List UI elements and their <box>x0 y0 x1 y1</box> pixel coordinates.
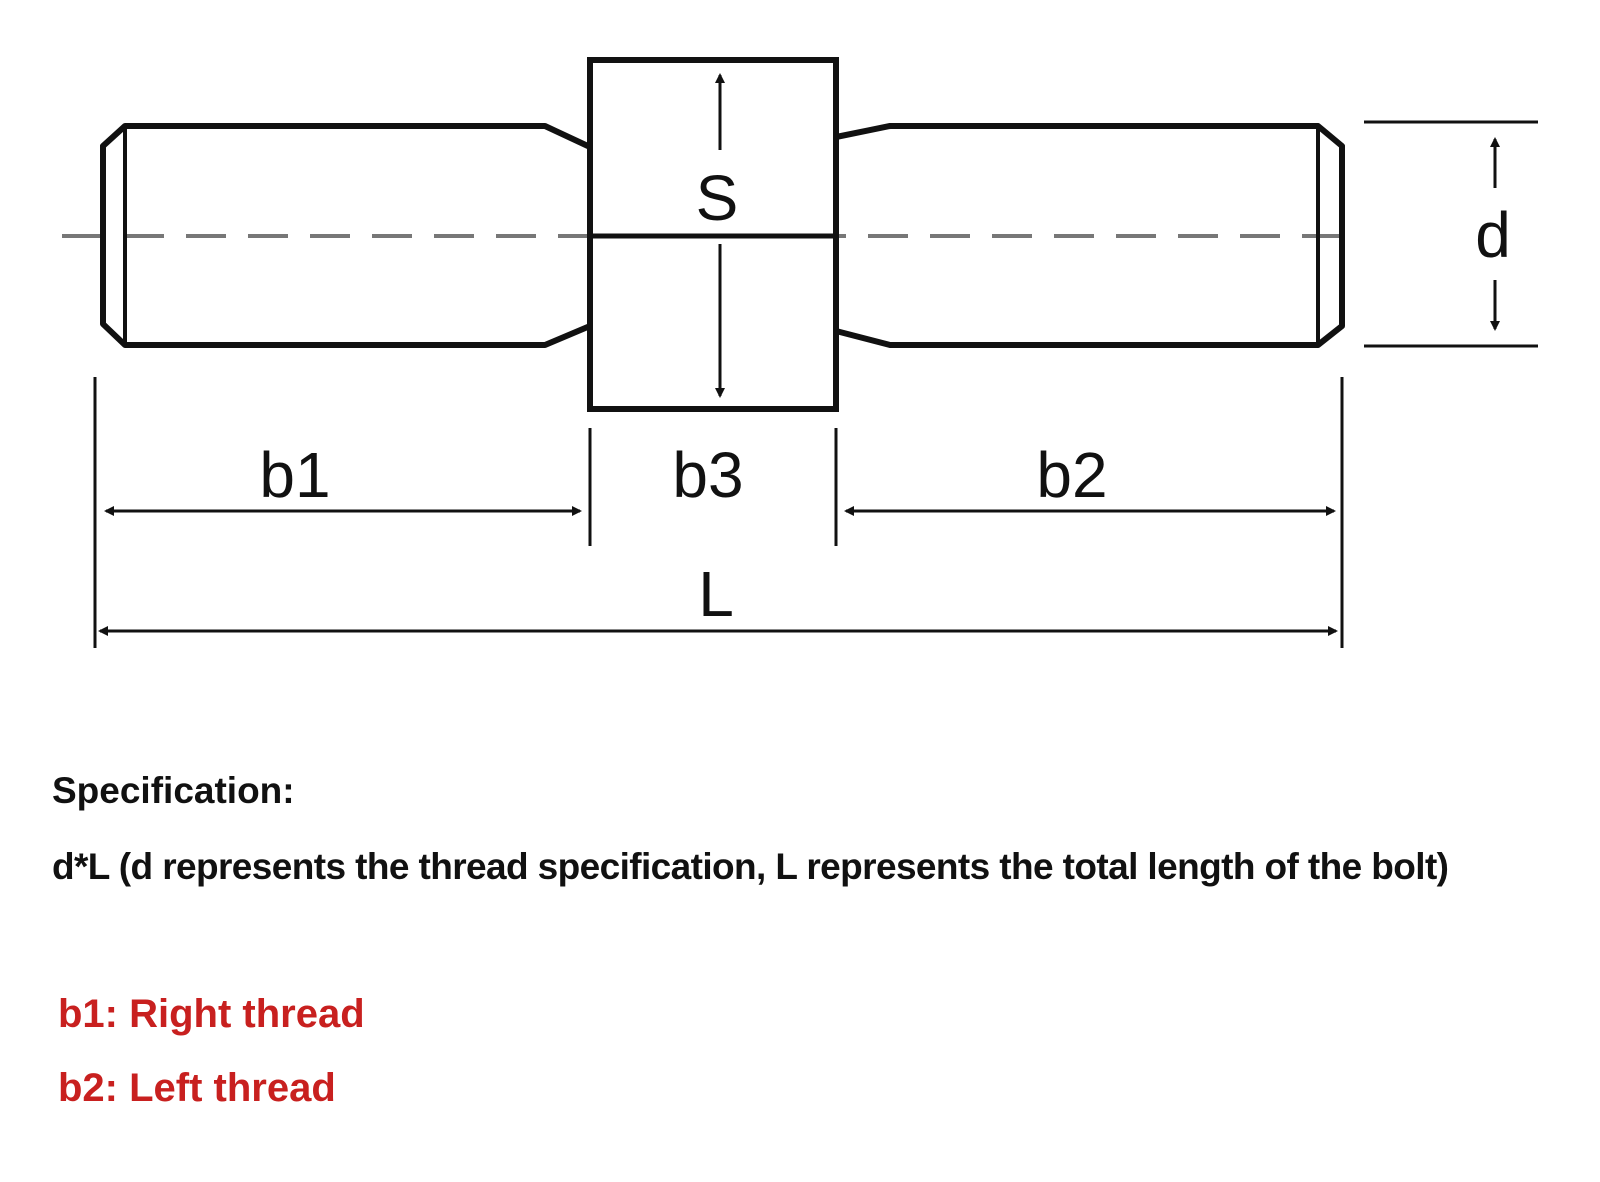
d-label: d <box>1475 199 1511 271</box>
thread-notes: b1: Right thread b2: Left thread <box>58 990 365 1138</box>
b3-label: b3 <box>672 439 743 511</box>
right-shank-outline <box>835 123 1345 348</box>
specification-title: Specification: <box>52 770 295 811</box>
left-shank-outline <box>100 123 592 348</box>
specification-block: Specification: d*L (d represents the thr… <box>52 768 1582 890</box>
stud-bolt-diagram: S d b1 b3 b2 L <box>62 57 1538 648</box>
l-label: L <box>698 558 734 630</box>
b1-thread-note: b1: Right thread <box>58 992 365 1036</box>
b2-thread-note: b2: Left thread <box>58 1066 336 1110</box>
specification-description: d*L (d represents the thread specificati… <box>52 846 1449 887</box>
b1-label: b1 <box>259 439 330 511</box>
b2-label: b2 <box>1036 439 1107 511</box>
s-label: S <box>696 162 739 234</box>
